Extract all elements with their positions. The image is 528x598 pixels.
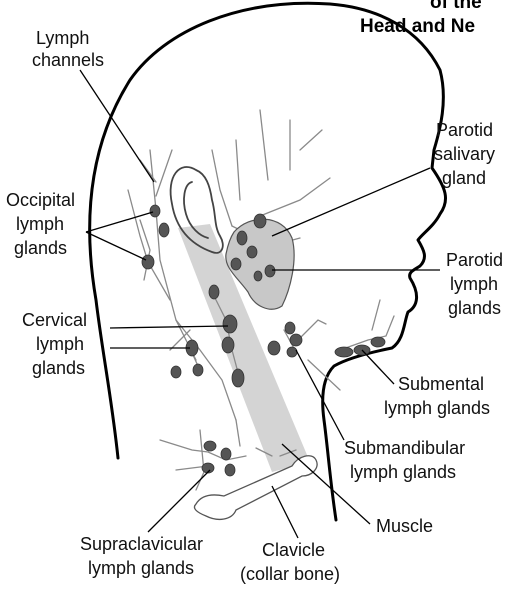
cervical-node xyxy=(193,364,203,376)
parotid-node xyxy=(265,265,275,277)
parotid-node xyxy=(254,214,266,228)
submental-node xyxy=(371,337,385,347)
svg-text:(collar bone): (collar bone) xyxy=(240,564,340,584)
svg-text:lymph glands: lymph glands xyxy=(384,398,490,418)
label-occipital: Occipital lymph glands xyxy=(6,190,75,258)
title-line-2: Head and Ne xyxy=(360,16,475,37)
cervical-node xyxy=(223,315,237,333)
label-muscle: Muscle xyxy=(376,516,433,536)
label-submental: Submental lymph glands xyxy=(384,374,490,418)
svg-text:glands: glands xyxy=(32,358,85,378)
svg-text:lymph: lymph xyxy=(36,334,84,354)
svg-text:lymph glands: lymph glands xyxy=(350,462,456,482)
svg-text:Occipital: Occipital xyxy=(6,190,75,210)
submandibular-node xyxy=(290,334,302,346)
title-line-1: of the xyxy=(430,0,482,13)
supraclavicular-node xyxy=(204,441,216,451)
label-lymph-channels: Lymph channels xyxy=(32,28,104,70)
svg-text:glands: glands xyxy=(14,238,67,258)
occipital-node xyxy=(159,223,169,237)
label-cervical: Cervical lymph glands xyxy=(22,310,87,378)
svg-text:Submandibular: Submandibular xyxy=(344,438,465,458)
parotid-node xyxy=(237,231,247,245)
submandibular-node xyxy=(287,347,297,357)
svg-text:gland: gland xyxy=(442,168,486,188)
occipital-node xyxy=(142,255,154,269)
label-parotid-lymph: Parotid lymph glands xyxy=(446,250,503,318)
parotid-node xyxy=(231,258,241,270)
svg-text:Lymph: Lymph xyxy=(36,28,89,48)
parotid-node xyxy=(254,271,262,281)
svg-text:lymph: lymph xyxy=(16,214,64,234)
svg-text:glands: glands xyxy=(448,298,501,318)
svg-text:Cervical: Cervical xyxy=(22,310,87,330)
svg-text:Supraclavicular: Supraclavicular xyxy=(80,534,203,554)
svg-text:Clavicle: Clavicle xyxy=(262,540,325,560)
submental-node xyxy=(335,347,353,357)
cervical-node xyxy=(171,366,181,378)
cervical-node xyxy=(222,337,234,353)
label-supraclavicular: Supraclavicular lymph glands xyxy=(80,534,203,578)
cervical-node xyxy=(232,369,244,387)
occipital-node xyxy=(150,205,160,217)
submandibular-node xyxy=(285,322,295,334)
label-clavicle: Clavicle (collar bone) xyxy=(240,540,340,584)
svg-text:lymph: lymph xyxy=(450,274,498,294)
label-parotid-salivary: Parotid salivary gland xyxy=(434,120,495,188)
svg-text:Parotid: Parotid xyxy=(446,250,503,270)
svg-text:lymph glands: lymph glands xyxy=(88,558,194,578)
submandibular-node xyxy=(268,341,280,355)
parotid-node xyxy=(247,246,257,258)
supraclavicular-node xyxy=(225,464,235,476)
label-submandibular: Submandibular lymph glands xyxy=(344,438,465,482)
svg-text:Muscle: Muscle xyxy=(376,516,433,536)
svg-text:salivary: salivary xyxy=(434,144,495,164)
cervical-node xyxy=(209,285,219,299)
supraclavicular-node xyxy=(221,448,231,460)
svg-text:Parotid: Parotid xyxy=(436,120,493,140)
svg-text:Submental: Submental xyxy=(398,374,484,394)
diagram-title: of the Head and Ne xyxy=(360,0,482,37)
svg-text:channels: channels xyxy=(32,50,104,70)
